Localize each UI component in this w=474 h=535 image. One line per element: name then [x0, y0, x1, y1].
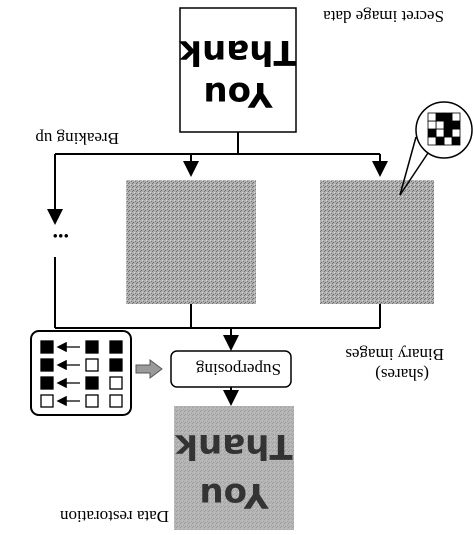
label-breaking-up: Breaking up [35, 129, 119, 148]
rule-cell [109, 340, 123, 354]
superposition-table [30, 330, 132, 416]
rule-cell [85, 394, 99, 408]
zoom-pixel [443, 120, 453, 130]
label-ellipsis: ... [52, 229, 70, 254]
zoom-pixel [451, 120, 461, 130]
gray-arrow [135, 359, 163, 379]
zoom-pixel [451, 128, 461, 138]
zoom-pixel [427, 128, 437, 138]
secret-image: You Thank [178, 7, 297, 133]
share-image-2 [126, 180, 256, 304]
label-shares: (shares) [375, 365, 429, 384]
breaking-up-connector [47, 132, 388, 225]
zoom-pixel [443, 112, 453, 122]
restored-text-line2: You [199, 475, 269, 515]
zoom-pixel [443, 136, 453, 146]
zoom-pixel [427, 136, 437, 146]
rule-cell [109, 376, 123, 390]
secret-text-line1: Thank [178, 32, 297, 72]
rule-cell [109, 358, 123, 372]
rule-cell [40, 340, 54, 354]
rule-cell [40, 358, 54, 372]
restored-text-line1: Thank [174, 426, 293, 466]
pixel-zoom-callout [399, 101, 473, 196]
share-image-1 [320, 180, 434, 304]
zoom-pixel [451, 112, 461, 122]
label-binary-images: Binary images [345, 345, 444, 364]
zoom-pixel [435, 128, 445, 138]
label-secret-image-data: Secret image data [323, 7, 444, 26]
label-superposing: Superposing [196, 360, 281, 379]
zoom-pixel [435, 120, 445, 130]
zoom-pixel [427, 120, 437, 130]
rule-cell [85, 340, 99, 354]
secret-text-line2: You [203, 74, 273, 114]
zoom-pixel [443, 128, 453, 138]
rule-cell [85, 358, 99, 372]
rule-cell [85, 376, 99, 390]
label-data-restoration: Data restoration [59, 507, 169, 526]
superposing-connector [54, 257, 381, 351]
zoom-pixel [427, 112, 437, 122]
restored-image: You Thank [174, 406, 294, 530]
zoom-pixel [435, 112, 445, 122]
rule-cell [109, 394, 123, 408]
zoom-pixel [451, 136, 461, 146]
rule-cell [40, 394, 54, 408]
zoom-pixel [435, 136, 445, 146]
rule-cell [40, 376, 54, 390]
